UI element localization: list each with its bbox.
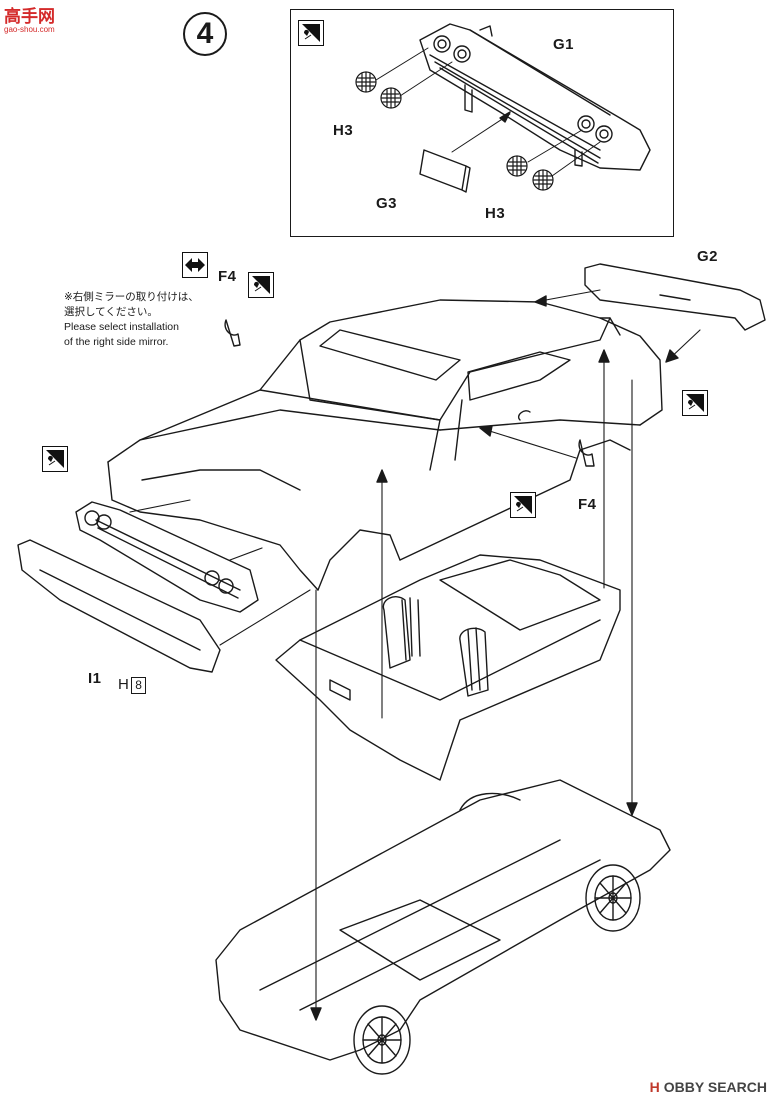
cement-glue-icon bbox=[682, 390, 708, 416]
label-g2: G2 bbox=[697, 248, 719, 265]
label-h-letter: H bbox=[118, 676, 130, 693]
label-h3-bottom: H3 bbox=[485, 205, 506, 222]
cement-glue-icon bbox=[298, 20, 324, 46]
car-body-shell bbox=[107, 299, 663, 591]
front-bumper-i1 bbox=[17, 539, 221, 673]
note-jp-line1: ※右側ミラーの取り付けは、 bbox=[64, 291, 199, 303]
note-en-line1: Please select installation bbox=[64, 321, 179, 333]
inset-frame bbox=[290, 9, 674, 237]
mirror-f4-side bbox=[578, 439, 595, 467]
label-i1: I1 bbox=[88, 670, 102, 687]
wheel-rear-right bbox=[585, 864, 641, 932]
label-h3-top: H3 bbox=[333, 122, 354, 139]
label-h-number: 8 bbox=[131, 677, 147, 694]
note-jp-line2: 選択してください。 bbox=[64, 306, 158, 318]
front-grille-assembly bbox=[75, 501, 259, 613]
label-g3: G3 bbox=[376, 195, 398, 212]
cement-glue-icon bbox=[42, 446, 68, 472]
cement-glue-icon bbox=[248, 272, 274, 298]
watermark-site: 高手网 bbox=[4, 7, 55, 26]
grille-part-g1 bbox=[419, 23, 651, 171]
mirror-note: ※右側ミラーの取り付けは、 選択してください。 Please select in… bbox=[64, 290, 199, 350]
label-f4-top: F4 bbox=[218, 268, 237, 285]
hobby-search-prefix: H bbox=[649, 1079, 660, 1095]
watermark: 高手网 gao-shou.com bbox=[4, 2, 55, 34]
cement-glue-icon bbox=[510, 492, 536, 518]
wheel-front-right bbox=[353, 1005, 411, 1075]
plate-part-g3 bbox=[419, 149, 471, 193]
hobby-search-name: OBBY SEARCH bbox=[663, 1079, 767, 1095]
rear-bumper-g2 bbox=[584, 263, 766, 331]
note-en-line2: of the right side mirror. bbox=[64, 336, 169, 348]
watermark-url: gao-shou.com bbox=[4, 25, 55, 34]
interior-tub bbox=[275, 554, 621, 781]
label-g1: G1 bbox=[553, 36, 575, 53]
left-right-option-icon bbox=[182, 252, 208, 278]
chassis-frame bbox=[215, 779, 671, 1061]
headlight-lens-h3 bbox=[355, 71, 554, 191]
mirror-f4-top bbox=[224, 319, 241, 347]
step-number: 4 bbox=[183, 12, 227, 56]
label-f4-side: F4 bbox=[578, 496, 597, 513]
